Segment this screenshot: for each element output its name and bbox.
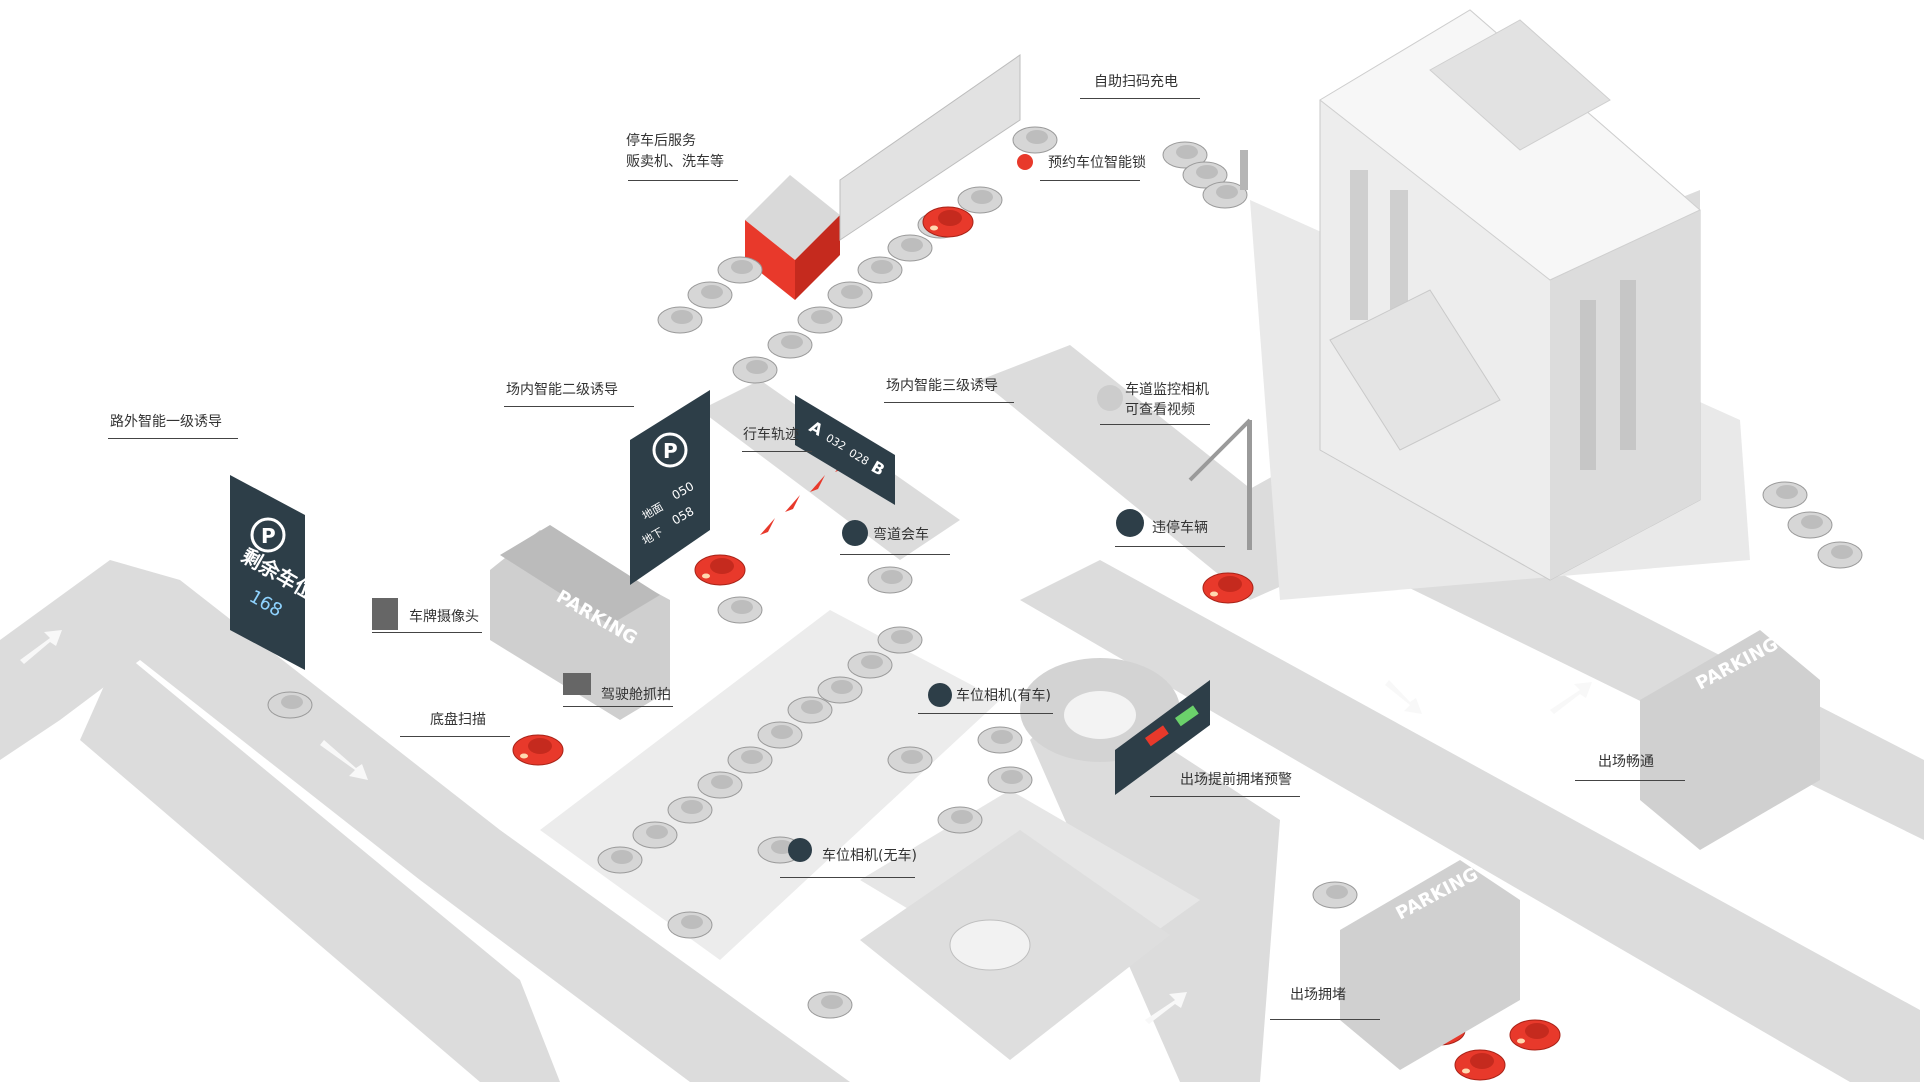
label-guide-l2: 场内智能二级诱导 xyxy=(506,382,618,398)
leader-illegal-park xyxy=(1115,546,1225,547)
label-post-service-2: 贩卖机、洗车等 xyxy=(626,154,724,170)
sign-l1-p-symbol: P xyxy=(261,524,276,548)
charging-station xyxy=(1162,141,1248,209)
leader-driver-cap xyxy=(563,706,673,707)
label-curve-meet: 弯道会车 xyxy=(873,527,929,543)
label-chassis-scan: 底盘扫描 xyxy=(430,712,486,728)
leader-post-service xyxy=(628,180,738,181)
exit-gate-jam: PARKING xyxy=(1340,860,1520,1070)
label-lane-cam-2: 可查看视频 xyxy=(1125,402,1195,418)
label-space-cam-occupied: 车位相机(有车) xyxy=(956,688,1051,704)
sign-l2-p-symbol: P xyxy=(663,439,678,463)
label-plate-cam: 车牌摄像头 xyxy=(409,609,479,625)
leader-space-cam-empty xyxy=(780,877,915,878)
label-driver-cap: 驾驶舱抓拍 xyxy=(601,687,671,703)
leader-space-cam-occupied xyxy=(918,713,1053,714)
label-guide-l1: 路外智能一级诱导 xyxy=(110,414,222,430)
service-shop xyxy=(745,54,1021,300)
leader-track xyxy=(742,451,812,452)
office-building xyxy=(1319,9,1701,581)
leader-reserve-lock xyxy=(1040,180,1140,181)
label-track: 行车轨迹 xyxy=(743,427,799,443)
label-exit-smooth: 出场畅通 xyxy=(1598,754,1654,770)
label-exit-jam-warning: 出场提前拥堵预警 xyxy=(1180,772,1292,788)
sign-level3: A 032 028 B xyxy=(795,395,895,505)
playground xyxy=(860,830,1170,1060)
label-self-charge: 自助扫码充电 xyxy=(1094,74,1178,90)
entrance-gate: PARKING xyxy=(490,525,670,720)
leader-chassis-scan xyxy=(400,736,510,737)
callout-icons xyxy=(372,154,1144,862)
leader-guide-l1 xyxy=(108,438,238,439)
leader-exit-jam-warning xyxy=(1150,796,1300,797)
label-guide-l3: 场内智能三级诱导 xyxy=(886,378,998,394)
lane-camera-pole xyxy=(1188,418,1252,550)
leader-guide-l3 xyxy=(884,402,1014,403)
sign-level1: P 剩余车位 168 xyxy=(230,475,319,670)
label-illegal-park: 违停车辆 xyxy=(1152,520,1208,536)
leader-self-charge xyxy=(1080,98,1200,99)
leader-curve-meet xyxy=(840,554,950,555)
label-exit-jam: 出场拥堵 xyxy=(1290,987,1346,1003)
leader-exit-smooth xyxy=(1575,780,1685,781)
leader-guide-l2 xyxy=(504,406,634,407)
sign-level2: P 地面 050 地下 058 xyxy=(630,390,710,585)
label-post-service-1: 停车后服务 xyxy=(626,133,696,149)
leader-exit-jam xyxy=(1270,1019,1380,1020)
sign-exit-warning xyxy=(1115,680,1210,795)
label-reserve-lock: 预约车位智能锁 xyxy=(1048,155,1146,171)
leader-plate-cam xyxy=(372,632,482,633)
leader-lane-cam xyxy=(1100,424,1210,425)
label-space-cam-empty: 车位相机(无车) xyxy=(822,848,917,864)
label-lane-cam-1: 车道监控相机 xyxy=(1125,382,1209,398)
road-arrows xyxy=(20,630,1592,1024)
